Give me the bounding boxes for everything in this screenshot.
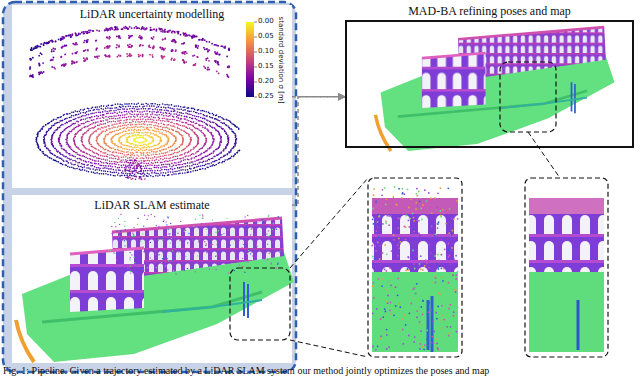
dashed-arrow (292, 97, 345, 205)
box-title: LiDAR SLAM estimate (12, 198, 292, 213)
tick-label: 0.00 (258, 17, 274, 25)
input-box: LiDAR uncertainty modelling (12, 5, 292, 188)
tick-label: 0.05 (258, 32, 274, 40)
input-box: LiDAR SLAM estimate (12, 195, 292, 363)
result-box: MAD-BA refining poses and map (345, 20, 634, 148)
box-title: MAD-BA refining poses and map (347, 4, 632, 19)
tick-label: 0.10 (258, 47, 274, 55)
figure-caption: Fig. 1: Pipeline. Given a trajectory est… (3, 365, 489, 376)
tick-label: 0.15 (258, 62, 274, 70)
box-title: LiDAR uncertainty modelling (12, 7, 292, 22)
axis-label: standard deviation σ [m] (275, 5, 287, 115)
tick-label: 0.25 (258, 92, 274, 100)
tick-label: 0.20 (258, 77, 274, 85)
